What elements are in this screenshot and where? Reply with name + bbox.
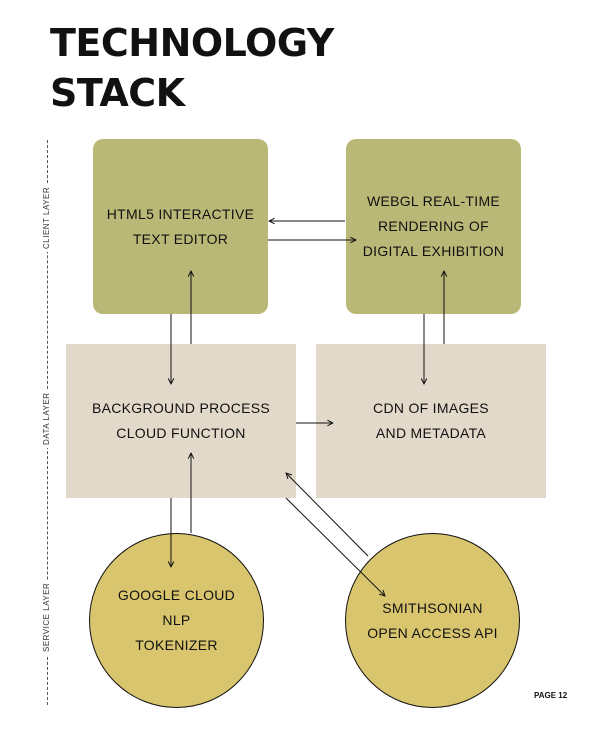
cloud-function-node: BACKGROUND PROCESS CLOUD FUNCTION: [66, 344, 296, 498]
cdn-node: CDN OF IMAGES AND METADATA: [316, 344, 546, 498]
arrow-function-to-smithsonian: [285, 497, 385, 596]
page-number: PAGE 12: [534, 691, 568, 700]
arrow-smithsonian-to-function: [286, 473, 369, 557]
node-label: OPEN ACCESS API: [367, 624, 498, 641]
title-line-1: TECHNOLOGY: [50, 21, 334, 65]
node-label: AND METADATA: [375, 425, 487, 441]
page-title: TECHNOLOGY STACK: [50, 18, 334, 118]
node-label: DIGITAL EXHIBITION: [362, 243, 505, 259]
smithsonian-api-node: SMITHSONIAN OPEN ACCESS API: [345, 533, 520, 708]
node-label: BACKGROUND PROCESS: [91, 400, 271, 416]
node-label: RENDERING OF: [378, 218, 489, 234]
node-label: TOKENIZER: [135, 637, 218, 653]
html5-editor-node: HTML5 INTERACTIVE TEXT EDITOR: [93, 139, 268, 314]
node-label: CLOUD FUNCTION: [116, 425, 246, 441]
title-line-2: STACK: [50, 71, 185, 115]
node-label: GOOGLE CLOUD: [117, 587, 236, 603]
node-label: CDN OF IMAGES: [373, 400, 489, 416]
google-nlp-node: GOOGLE CLOUD NLP TOKENIZER: [89, 533, 264, 708]
webgl-rendering-node: WEBGL REAL-TIME RENDERING OF DIGITAL EXH…: [346, 139, 521, 314]
node-label: TEXT EDITOR: [132, 230, 229, 247]
node-label: SMITHSONIAN: [382, 599, 483, 616]
node-label: HTML5 INTERACTIVE: [106, 205, 255, 222]
node-label: NLP: [162, 612, 191, 628]
node-label: WEBGL REAL-TIME: [366, 193, 501, 209]
